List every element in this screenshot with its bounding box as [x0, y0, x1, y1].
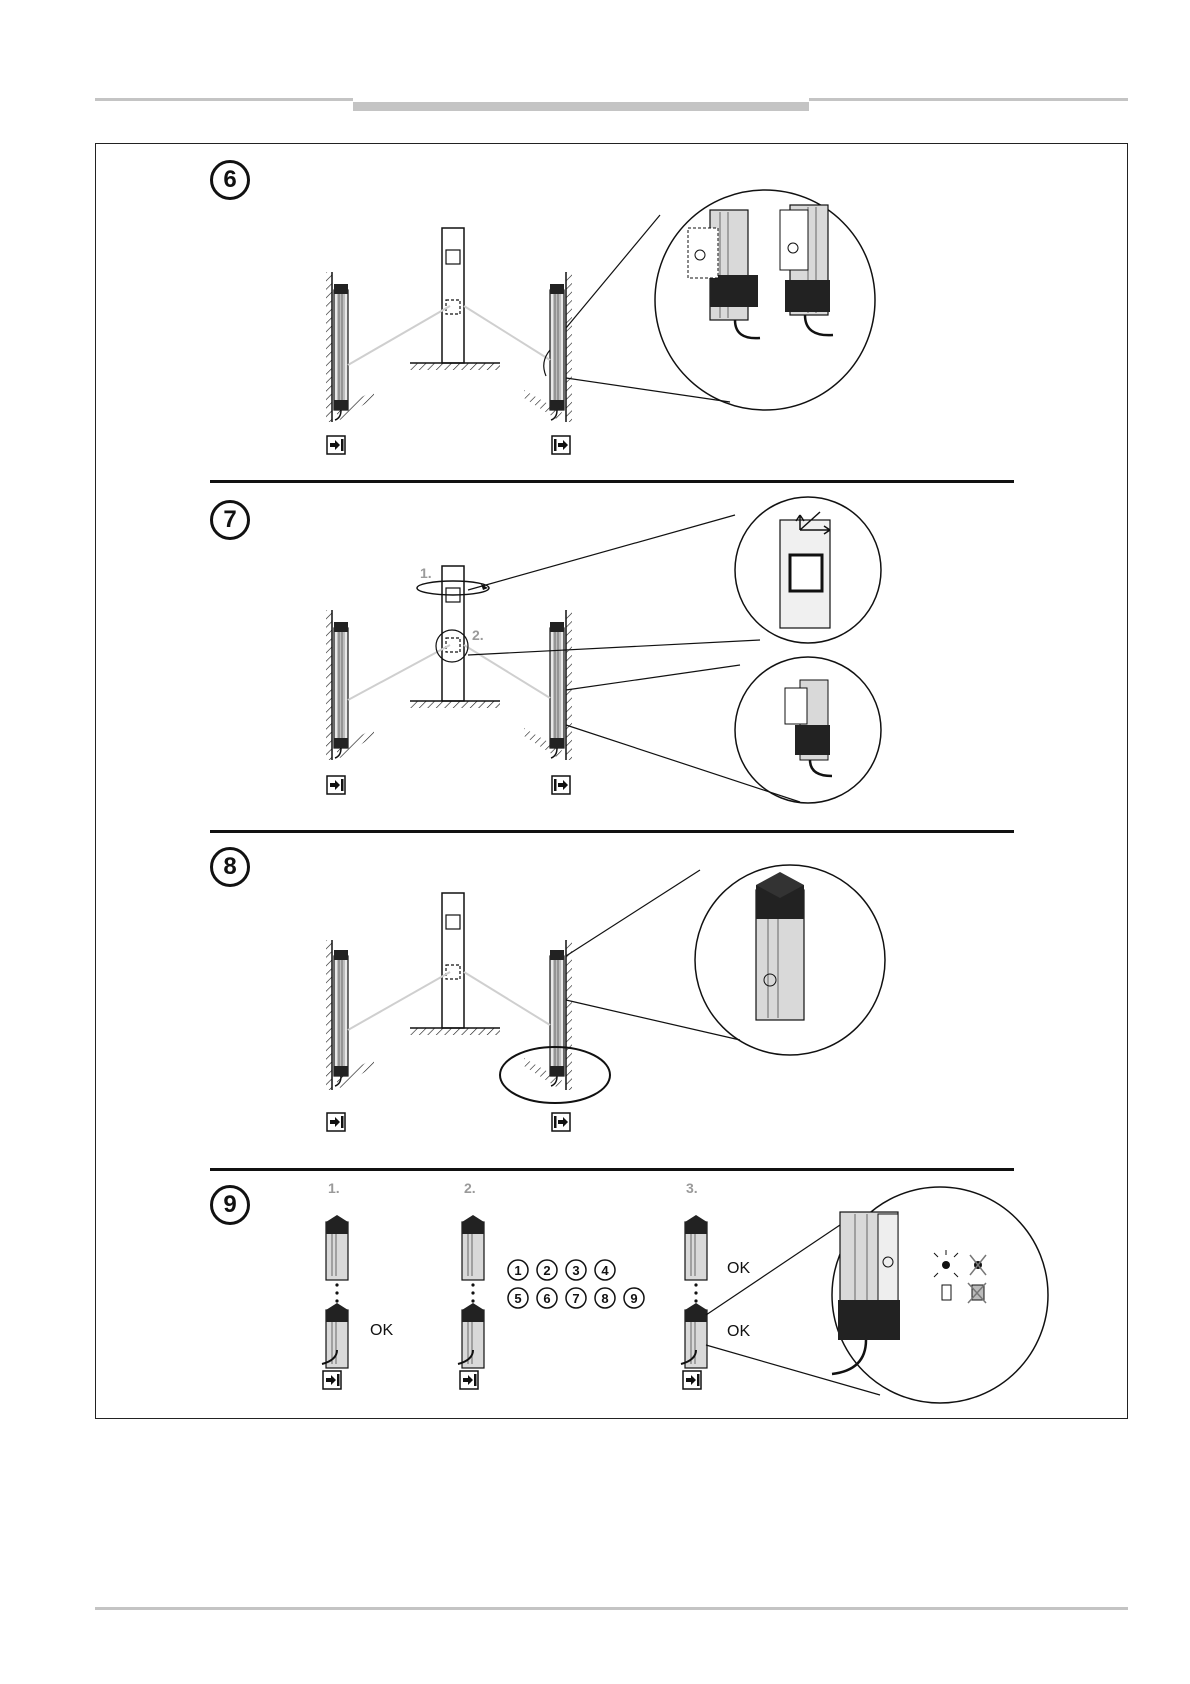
- step-7-sub-label-1: 1.: [420, 565, 432, 581]
- sender-icon: [327, 436, 345, 454]
- step-7-sub-label-2: 2.: [472, 627, 484, 643]
- step-9-ok-label-2: OK: [727, 1260, 750, 1277]
- step-9-sub-label-2: 2.: [464, 1180, 476, 1196]
- sequence-number: 3: [572, 1263, 579, 1278]
- receiver-icon: [552, 776, 570, 794]
- sequence-number: 4: [601, 1263, 609, 1278]
- step-9-ok-label-3: OK: [727, 1323, 750, 1340]
- step-9-sub-label-1: 1.: [328, 1180, 340, 1196]
- sender-icon: [327, 776, 345, 794]
- receiver-icon: [552, 1113, 570, 1131]
- sequence-number: 1: [514, 1263, 521, 1278]
- panel-9: 1. 2. 3. OK 1 2 3 4 5 6 7: [322, 1180, 1048, 1403]
- sequence-number: 9: [630, 1291, 637, 1306]
- sender-icon: [323, 1371, 341, 1389]
- panel-8: [326, 865, 885, 1131]
- led-sequence: 1 2 3 4 5 6 7 8 9: [508, 1260, 644, 1308]
- sequence-number: 2: [543, 1263, 550, 1278]
- sequence-number: 5: [514, 1291, 521, 1306]
- panel-6: [326, 190, 875, 454]
- step-9-sub-label-3: 3.: [686, 1180, 698, 1196]
- sequence-number: 8: [601, 1291, 608, 1306]
- led-icon-off: [942, 1285, 951, 1300]
- detail-circle: [655, 190, 875, 410]
- sender-icon: [327, 1113, 345, 1131]
- sequence-number: 7: [572, 1291, 579, 1306]
- panel-7: 1. 2.: [326, 497, 881, 803]
- receiver-icon: [552, 436, 570, 454]
- sender-icon: [683, 1371, 701, 1389]
- sequence-number: 6: [543, 1291, 550, 1306]
- step-9-ok-label-1: OK: [370, 1322, 393, 1339]
- sender-icon: [460, 1371, 478, 1389]
